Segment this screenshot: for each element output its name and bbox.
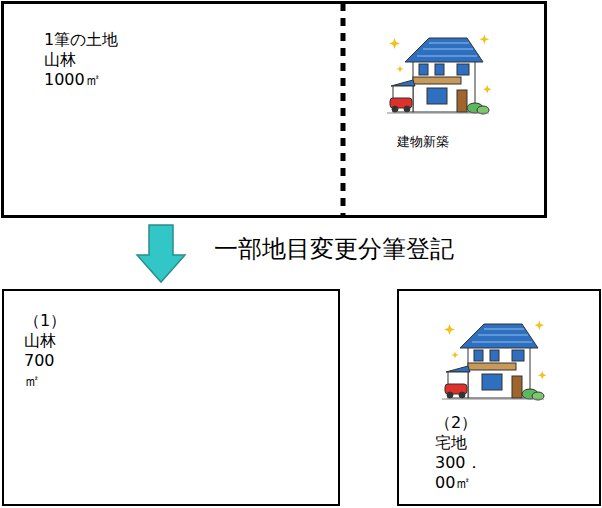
house-icon (387, 35, 491, 115)
parcel-label: （2） 宅地 300．00㎡ (435, 413, 482, 493)
parcel-box: （2） 宅地 300．00㎡ (397, 289, 601, 506)
division-line (341, 3, 346, 216)
house-icon (442, 321, 546, 401)
parcel-box: （1） 山林 700㎡ (2, 289, 340, 506)
parcel-label: （1） 山林 700㎡ (24, 311, 66, 391)
parcel-label: 1筆の土地 山林 1000㎡ (44, 30, 118, 90)
building-caption: 建物新築 (397, 134, 449, 150)
procedure-label: 一部地目変更分筆登記 (212, 234, 456, 264)
process-arrow (137, 225, 185, 282)
land-parcel-box: 1筆の土地 山林 1000㎡建物新築 (1, 1, 547, 218)
